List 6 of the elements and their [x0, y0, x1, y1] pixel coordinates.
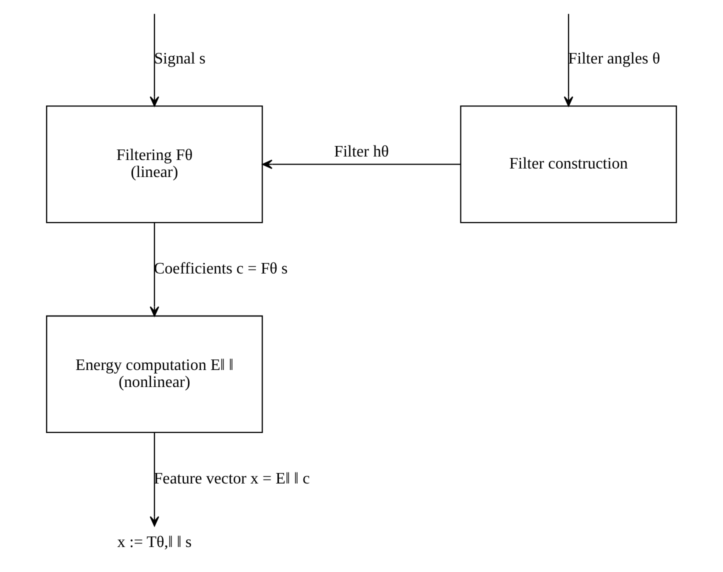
- edge-label: Filter angles θ: [568, 50, 660, 68]
- edge-label: Signal s: [154, 50, 206, 68]
- edge-label: Filter hθ: [334, 143, 389, 160]
- node-text: x := Tθ,‖ ‖ s: [117, 534, 192, 551]
- edge-label: Feature vector x = E‖ ‖ c: [154, 470, 310, 488]
- edge-label: Coefficients c = Fθ s: [154, 260, 288, 278]
